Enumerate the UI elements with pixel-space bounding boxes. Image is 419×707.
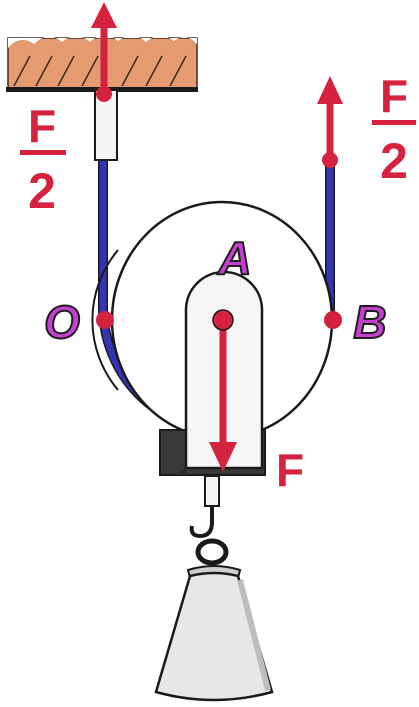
force-arrow-down bbox=[209, 320, 237, 472]
label-half-force-right-numerator: F bbox=[380, 70, 408, 122]
label-point-a: A bbox=[217, 232, 251, 284]
label-force-f: F bbox=[276, 444, 304, 496]
point-dot-b bbox=[324, 311, 342, 329]
point-dot-right-top bbox=[322, 152, 338, 168]
weight bbox=[154, 565, 274, 702]
point-dot-o bbox=[96, 311, 114, 329]
point-dot-a bbox=[212, 309, 234, 331]
label-half-force-left-numerator: F bbox=[28, 100, 56, 152]
label-point-b: B bbox=[353, 296, 386, 348]
label-half-force-right-denominator: 2 bbox=[380, 133, 408, 189]
label-half-force-left-denominator: 2 bbox=[28, 163, 56, 219]
label-half-force-left: F 2 bbox=[20, 100, 66, 219]
force-arrow-right bbox=[317, 76, 343, 165]
label-point-o: O bbox=[44, 296, 80, 348]
label-half-force-right: F 2 bbox=[372, 70, 416, 189]
point-dot-ceiling bbox=[96, 86, 112, 102]
hook-assembly bbox=[189, 475, 229, 566]
